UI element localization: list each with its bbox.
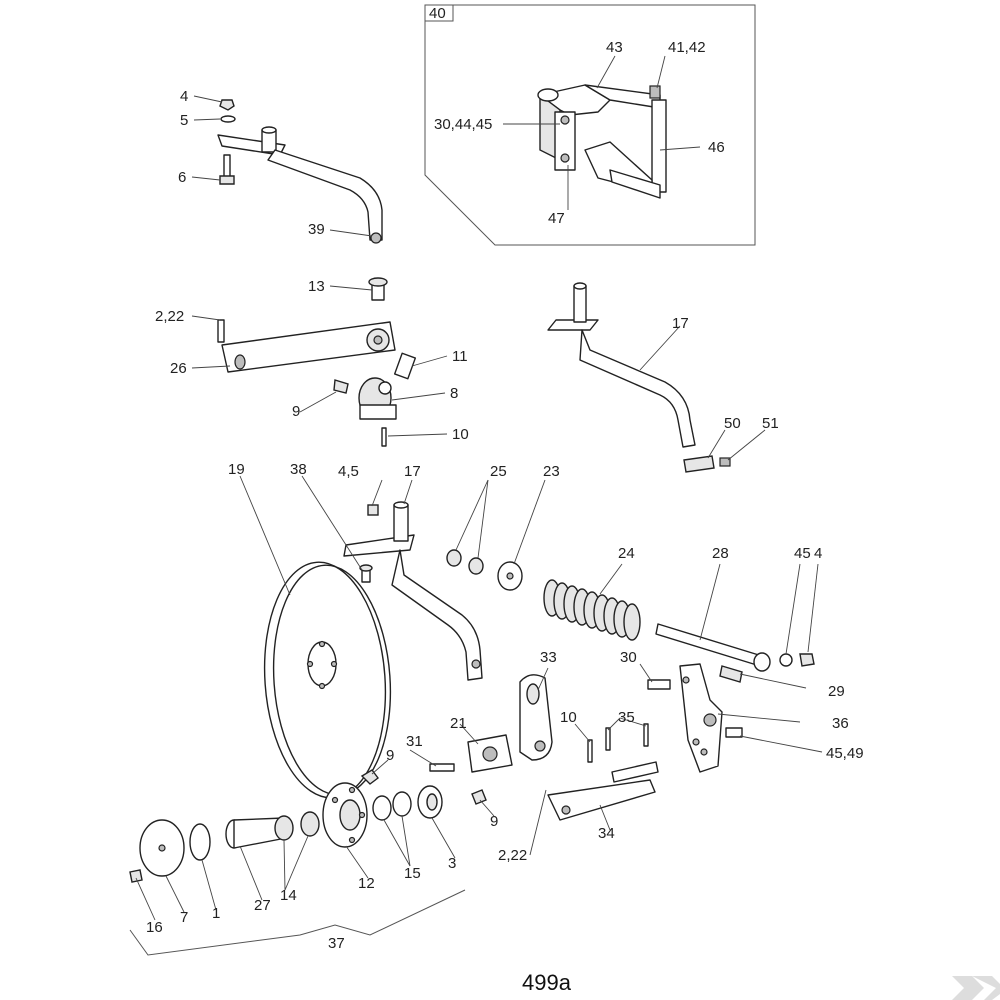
- leaders-lever-area: [459, 663, 823, 856]
- plate-36: [679, 663, 723, 773]
- callout-50: 50: [724, 415, 741, 432]
- callout-51: 51: [762, 415, 779, 432]
- bar-26: [217, 319, 396, 373]
- lever-33: [519, 674, 553, 761]
- callout-9-top: 9: [292, 403, 300, 420]
- bracket-37: [129, 889, 466, 956]
- rings-15-cap-3: [372, 785, 443, 821]
- callout-39: 39: [308, 221, 325, 238]
- diagram-code: 499a: [522, 970, 572, 995]
- callout-9-mid: 9: [386, 747, 394, 764]
- callout-27: 27: [254, 897, 271, 914]
- arm-34-pins-35-10: [547, 723, 659, 821]
- corner-logo: [952, 976, 1000, 1000]
- callout-13: 13: [308, 278, 325, 295]
- callout-35: 35: [618, 709, 635, 726]
- arm-17-middle: [343, 501, 483, 681]
- callout-29: 29: [828, 683, 845, 700]
- callout-30-44-45: 30,44,45: [434, 116, 492, 133]
- bolt-45-49: [725, 727, 743, 738]
- bearings-14: [274, 811, 320, 841]
- callout-37: 37: [328, 935, 345, 952]
- leaders-disc-area: [239, 475, 546, 596]
- nut-4-washer-5-bolt-6: [219, 99, 236, 185]
- callout-2-22-low: 2,22: [498, 847, 527, 864]
- bushing-11: [393, 352, 417, 380]
- callout-30-mid: 30: [620, 649, 637, 666]
- bracket-assembly-43-46: [537, 84, 667, 199]
- rod-28: [655, 623, 771, 672]
- callout-8: 8: [450, 385, 458, 402]
- subassembly-40-frame: [424, 4, 756, 246]
- callout-46: 46: [708, 139, 725, 156]
- callout-19: 19: [228, 461, 245, 478]
- callout-1: 1: [212, 905, 220, 922]
- callout-4-top: 4: [180, 88, 188, 105]
- leaders-bottom: [135, 749, 495, 921]
- callout-3: 3: [448, 855, 456, 872]
- callout-21: 21: [450, 715, 467, 732]
- leaders-spring-rod: [599, 563, 819, 655]
- callout-45-49: 45,49: [826, 745, 864, 762]
- arm-17-right: [547, 282, 696, 448]
- callout-6: 6: [178, 169, 186, 186]
- callout-38: 38: [290, 461, 307, 478]
- callout-10-mid: 10: [560, 709, 577, 726]
- callout-labels: 4 5 6 39 13 2,22 26 11 8 9 10 40 43 41,4…: [146, 5, 864, 995]
- pin-38-nut-4-5: [359, 504, 379, 583]
- bracket-21: [467, 734, 513, 773]
- callout-36: 36: [832, 715, 849, 732]
- callout-14: 14: [280, 887, 297, 904]
- callout-25: 25: [490, 463, 507, 480]
- callout-26: 26: [170, 360, 187, 377]
- callout-10-top: 10: [452, 426, 469, 443]
- callout-24: 24: [618, 545, 635, 562]
- bushings-25-washer-23: [446, 549, 523, 591]
- grease-nipple-9-top: [333, 379, 349, 394]
- callout-43: 43: [606, 39, 623, 56]
- callout-45-right: 45: [794, 545, 811, 562]
- callout-7: 7: [180, 909, 188, 926]
- callout-33: 33: [540, 649, 557, 666]
- washer-45-nut-4-right: [779, 653, 815, 667]
- leaders-upper-left: [191, 95, 373, 237]
- callout-17-right: 17: [672, 315, 689, 332]
- disc-19: [263, 561, 392, 799]
- callout-31: 31: [406, 733, 423, 750]
- leader-lines-box-40: [503, 55, 701, 210]
- bolt-30-29-sleeve: [647, 665, 743, 690]
- cap-7-bolt-16: [129, 819, 185, 883]
- callout-28: 28: [712, 545, 729, 562]
- pin-10-top: [381, 427, 387, 447]
- callout-23: 23: [543, 463, 560, 480]
- callout-34: 34: [598, 825, 615, 842]
- arm-39: [217, 126, 383, 244]
- callout-40: 40: [429, 5, 446, 22]
- part-50-51: [683, 455, 731, 473]
- callout-11: 11: [452, 348, 468, 365]
- callout-47: 47: [548, 210, 565, 227]
- callout-16: 16: [146, 919, 163, 936]
- shaft-27: [225, 817, 291, 849]
- seal-1: [189, 823, 211, 861]
- spring-24: [543, 579, 641, 641]
- hub-12: [322, 782, 368, 848]
- callout-9-low: 9: [490, 813, 498, 830]
- callout-15: 15: [404, 865, 421, 882]
- leaders-arm-17-right: [639, 325, 766, 461]
- callout-4-5: 4,5: [338, 463, 359, 480]
- leaders-bar-26: [191, 285, 448, 437]
- bolt-31-nipples-9: [360, 763, 487, 805]
- pin-13: [368, 277, 388, 301]
- callout-2-22-top: 2,22: [155, 308, 184, 325]
- callout-41-42: 41,42: [668, 39, 706, 56]
- callout-5-top: 5: [180, 112, 188, 129]
- clamp-8: [358, 377, 397, 420]
- callout-4-right: 4: [814, 545, 822, 562]
- callout-12: 12: [358, 875, 375, 892]
- callout-17-middle: 17: [404, 463, 421, 480]
